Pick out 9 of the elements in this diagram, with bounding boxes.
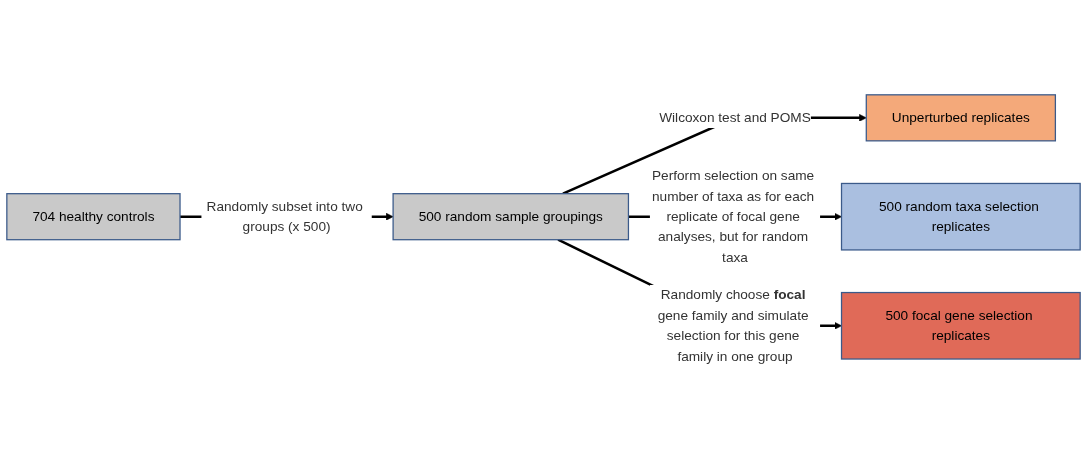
edge-label: Randomly subset into two groups (x 500) bbox=[206, 198, 363, 234]
node-box: 500 random taxa selection replicates bbox=[840, 182, 1081, 251]
node-box: Unperturbed replicates bbox=[865, 93, 1057, 142]
node-box: 500 random sample groupings bbox=[392, 192, 630, 241]
edge-label: Wilcoxon test and POMS bbox=[659, 109, 811, 125]
edge-label: Perform selection on same number of taxa as for each replicate of focal gene analyses, but for random taxa bbox=[651, 167, 815, 265]
node-box: 704 healthy controls bbox=[6, 192, 181, 241]
node-box: 500 focal gene selection replicates bbox=[840, 291, 1081, 360]
edge-label: Randomly choose focal gene family and simulate selection for this gene family in one group bbox=[657, 287, 809, 364]
